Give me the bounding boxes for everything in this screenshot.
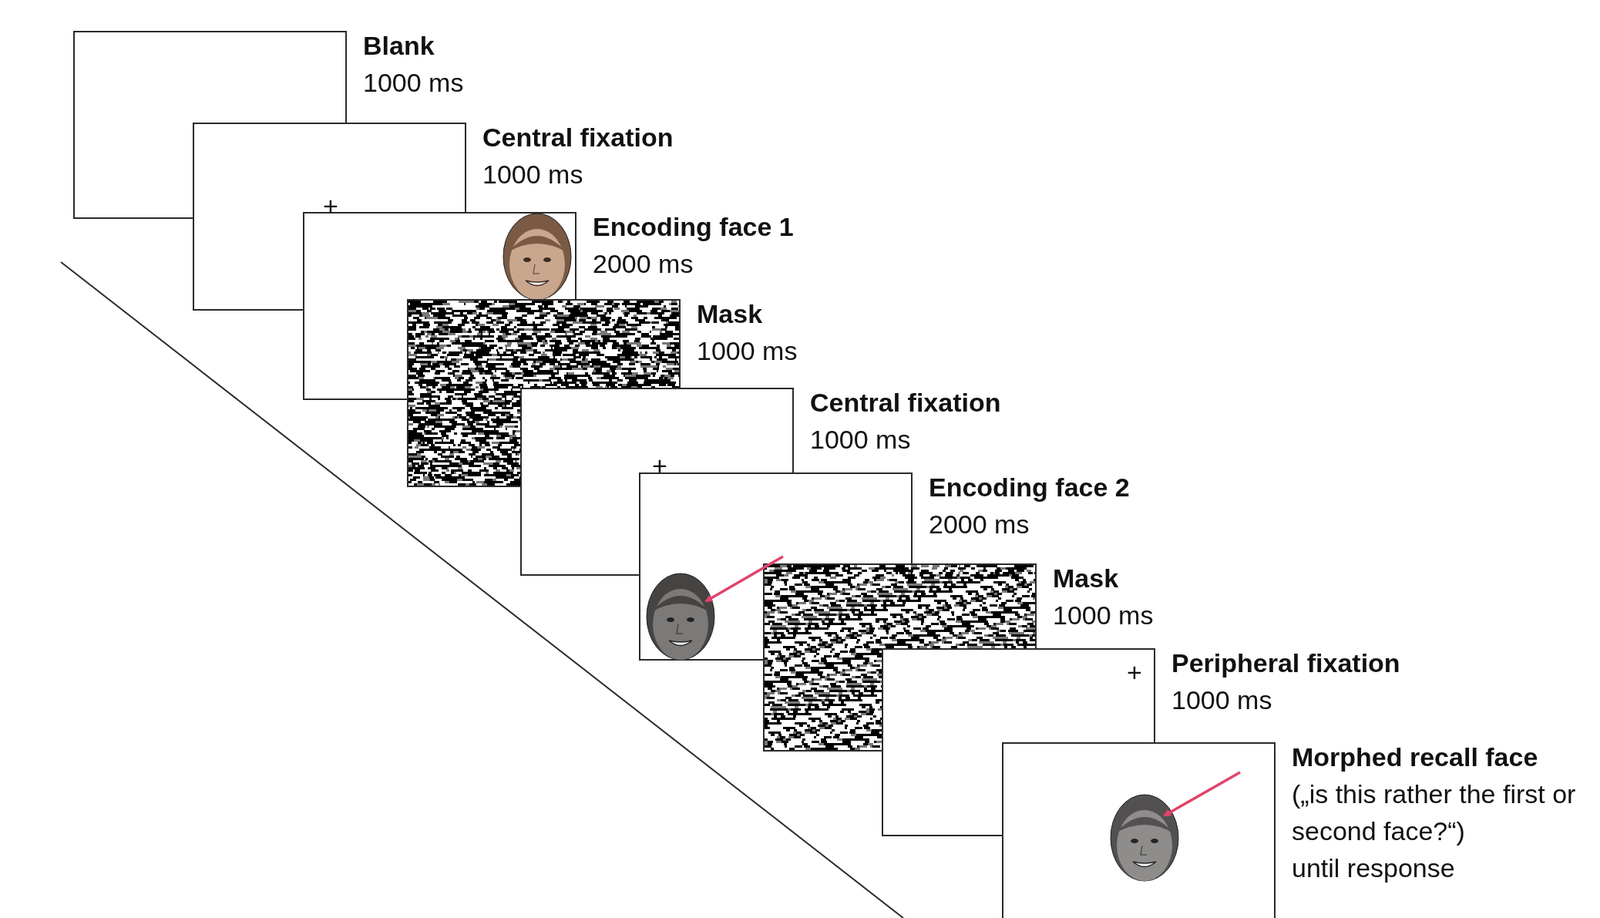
pointer-arrow	[705, 556, 784, 602]
step-detail: 1000 ms	[482, 155, 1594, 193]
step-title: Mask	[1052, 559, 1594, 597]
pointer-arrow	[1164, 772, 1241, 816]
fixation-cross: +	[1126, 658, 1143, 686]
step-title: Encoding face 1	[592, 208, 1594, 246]
step-title: Encoding face 2	[928, 468, 1594, 506]
step-label: Blank1000 ms	[363, 26, 1594, 101]
step-detail: 1000 ms	[810, 420, 1594, 458]
step-title: Blank	[363, 26, 1594, 64]
fixation-cross: +	[322, 192, 339, 219]
step-label: Peripheral fixation1000 ms	[1171, 644, 1594, 719]
step-detail: 1000 ms	[1052, 596, 1594, 634]
face-photo	[1003, 743, 1278, 918]
step-detail: 2000 ms	[592, 245, 1594, 283]
screen-frame: Morphed recall face(„is this rather the …	[1001, 742, 1276, 918]
fixation-cross: +	[652, 452, 668, 479]
step-title: Morphed recall face	[1291, 738, 1594, 776]
step-label: Encoding face 12000 ms	[592, 208, 1594, 283]
step-detail: 2000 ms	[928, 505, 1594, 543]
step-detail: 1000 ms	[1171, 681, 1594, 719]
step-detail: until response	[1291, 849, 1594, 887]
step-label: Morphed recall face(„is this rather the …	[1291, 738, 1594, 887]
step-title: Peripheral fixation	[1171, 644, 1594, 682]
step-title: Mask	[696, 295, 1594, 333]
step-label: Central fixation1000 ms	[810, 383, 1594, 458]
step-detail: („is this rather the first or second fac…	[1291, 775, 1594, 850]
step-label: Central fixation1000 ms	[482, 118, 1594, 193]
step-detail: 1000 ms	[696, 332, 1594, 370]
step-label: Encoding face 22000 ms	[928, 468, 1594, 543]
step-title: Central fixation	[810, 383, 1594, 421]
step-title: Central fixation	[482, 118, 1594, 156]
step-detail: 1000 ms	[363, 63, 1594, 101]
step-label: Mask1000 ms	[696, 295, 1594, 370]
step-label: Mask1000 ms	[1052, 559, 1594, 634]
